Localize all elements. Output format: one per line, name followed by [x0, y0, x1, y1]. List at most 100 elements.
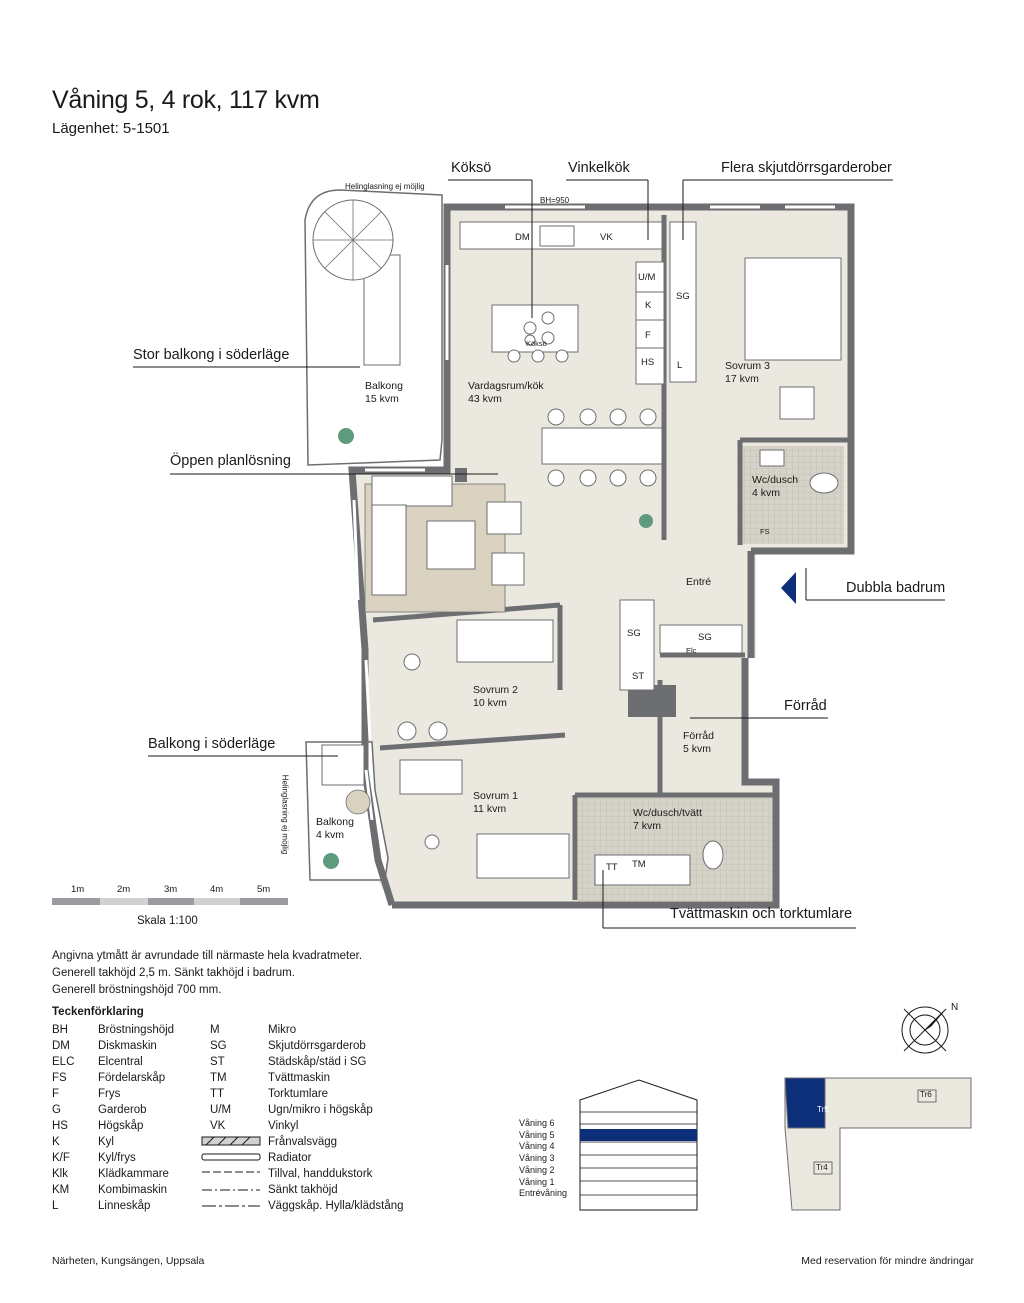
- legend-text: Kyl: [98, 1136, 114, 1148]
- floor-label: Våning 1: [519, 1176, 555, 1187]
- legend-text: Frånvalsvägg: [268, 1136, 338, 1148]
- legend-text: Tillval, handdukstork: [268, 1168, 373, 1180]
- legend-code: L: [52, 1200, 59, 1212]
- floor-label: Våning 6: [519, 1118, 555, 1128]
- site-tr4: Tr4: [816, 1163, 828, 1172]
- legend-text: Mikro: [268, 1024, 297, 1036]
- tm-label: TM: [632, 859, 646, 870]
- building-elevation: [579, 1079, 698, 1211]
- legend-code: M: [210, 1024, 220, 1036]
- f-label: F: [645, 330, 651, 341]
- tt-label: TT: [606, 862, 618, 873]
- notes: Angivna ytmått är avrundade till närmast…: [52, 950, 363, 996]
- legend-code: TM: [210, 1072, 227, 1084]
- legend-code: K/F: [52, 1152, 70, 1164]
- sg-label-2: SG: [627, 628, 641, 639]
- legend-text: Kombimaskin: [98, 1184, 168, 1196]
- legend-text: Ugn/mikro i högskåp: [268, 1104, 373, 1116]
- legend-code: BH: [52, 1024, 68, 1036]
- scale-tick: 3m: [164, 884, 178, 895]
- l-label: L: [677, 360, 683, 371]
- legend-text: Väggskåp. Hylla/klädstång: [268, 1200, 404, 1212]
- site-plan: [784, 1077, 972, 1211]
- elc-label: Elc: [686, 646, 697, 655]
- legend-code: SG: [210, 1040, 227, 1052]
- legend-text: Bröstningshöjd: [98, 1024, 175, 1036]
- legend-text: Radiator: [268, 1152, 312, 1164]
- legend-text: Fördelarskåp: [98, 1072, 166, 1084]
- hs-label: HS: [641, 357, 655, 368]
- scale-tick: 2m: [117, 884, 131, 895]
- scale-tick: 4m: [210, 884, 224, 895]
- st-label: ST: [632, 671, 645, 682]
- callout-stor-balkong: Stor balkong i söderläge: [133, 347, 290, 363]
- legend-text: Skjutdörrsgarderob: [268, 1040, 366, 1052]
- callout-garderober: Flera skjutdörrsgarderober: [721, 160, 892, 176]
- legend-code: HS: [52, 1120, 68, 1132]
- floor-label: Entrévåning: [519, 1188, 568, 1199]
- k-label: K: [645, 300, 652, 311]
- callout-tvatt: Tvättmaskin och torktumlare: [670, 906, 853, 922]
- apartment-number: Lägenhet: 5-1501: [52, 120, 170, 137]
- dm-label: DM: [515, 232, 530, 243]
- bh-label: BH=950: [540, 196, 570, 205]
- floor-label: Våning 2: [519, 1164, 555, 1175]
- site-tr5: Tr5: [817, 1105, 829, 1114]
- legend-text: Städskåp/städ i SG: [268, 1056, 367, 1068]
- vk-label: VK: [600, 232, 613, 243]
- site-tr6: Tr6: [920, 1090, 932, 1099]
- um-label: U/M: [638, 272, 656, 283]
- scale-bar: [52, 898, 288, 905]
- glazing-note-top: Helinglasning ej möjlig: [345, 182, 425, 191]
- legend-title: Teckenförklaring: [52, 1006, 144, 1018]
- legend-code: ELC: [52, 1056, 75, 1068]
- callout-dubbla-badrum: Dubbla badrum: [846, 580, 946, 596]
- legend-code: VK: [210, 1120, 226, 1132]
- wc1-tiles: [742, 446, 844, 544]
- callout-vinkelkok: Vinkelkök: [568, 160, 630, 176]
- callout-balkong-soder: Balkong i söderläge: [148, 736, 276, 752]
- legend-symbols: [201, 1136, 261, 1207]
- legend-code: ST: [210, 1056, 225, 1068]
- legend-text: Kyl/frys: [98, 1152, 136, 1164]
- legend-code: G: [52, 1104, 61, 1116]
- legend-text: Torktumlare: [268, 1088, 329, 1100]
- room-entre: Entré: [686, 576, 712, 588]
- scale-tick: 5m: [257, 884, 271, 895]
- legend-code: DM: [52, 1040, 70, 1052]
- legend-code: KM: [52, 1184, 70, 1196]
- sg-label-1: SG: [676, 291, 690, 302]
- legend-text: Högskåp: [98, 1120, 144, 1132]
- legend-code: TT: [210, 1088, 225, 1100]
- apartment-floor: [352, 210, 848, 903]
- floor-label: Våning 3: [519, 1153, 555, 1164]
- callout-forrad: Förråd: [784, 698, 827, 714]
- compass-north: N: [951, 1002, 959, 1013]
- legend-text: Elcentral: [98, 1056, 143, 1068]
- legend-code: U/M: [210, 1104, 232, 1116]
- legend-code: K: [52, 1136, 60, 1148]
- legend-text: Garderob: [98, 1104, 147, 1116]
- legend-code: F: [52, 1088, 60, 1100]
- koksö-label: Köksö: [526, 339, 547, 348]
- legend-text: Sänkt takhöjd: [268, 1184, 338, 1196]
- legend-text: Linneskåp: [98, 1200, 151, 1212]
- footer-disclaimer: Med reservation för mindre ändringar: [801, 1255, 974, 1267]
- scale-tick: 1m: [71, 884, 85, 895]
- compass-icon: [901, 1006, 949, 1054]
- floor-label: Våning 4: [519, 1141, 555, 1152]
- sg-label-3: SG: [698, 632, 712, 643]
- floor-label: Våning 5: [519, 1129, 555, 1140]
- scale-label: Skala 1:100: [137, 915, 198, 927]
